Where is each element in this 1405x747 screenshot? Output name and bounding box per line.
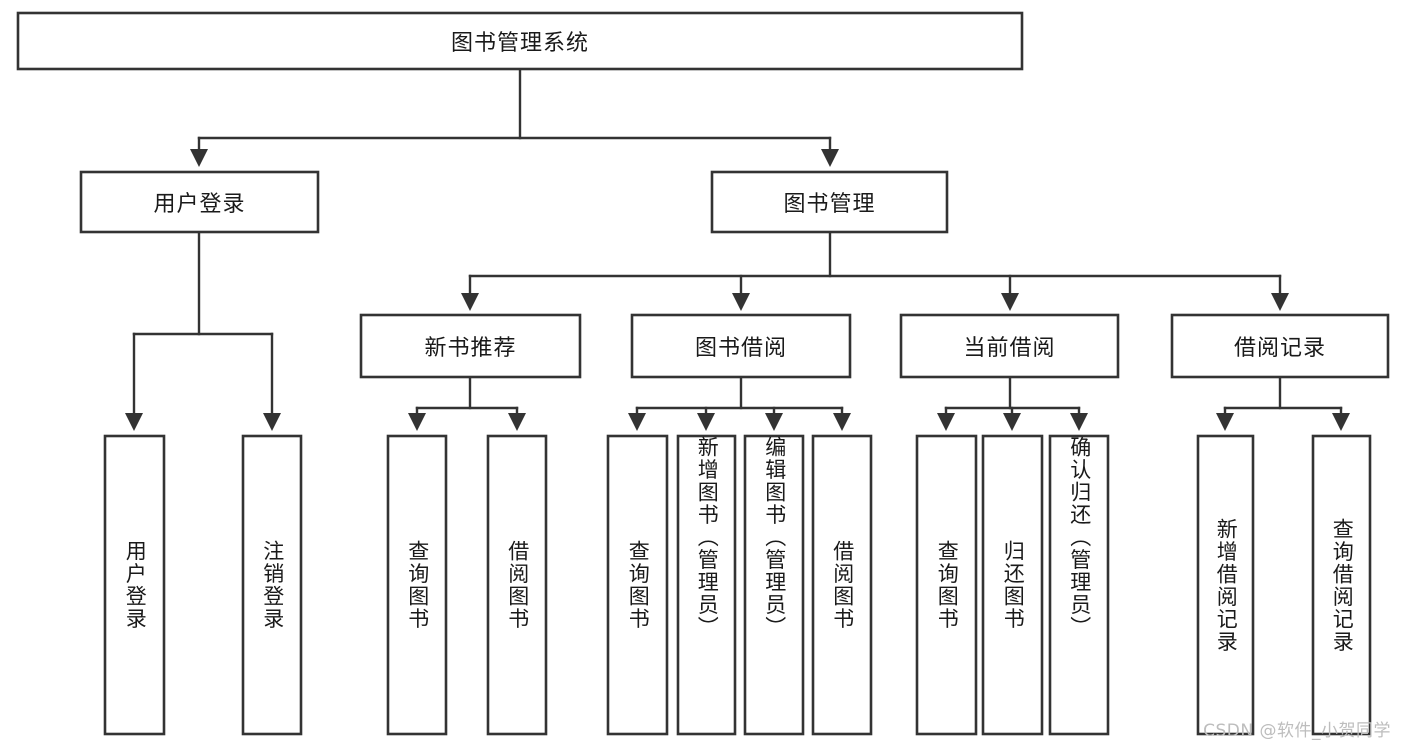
node-box-leaf-add-record[interactable] — [1196, 434, 1255, 736]
edge-new-book-recommend-to-leaves — [408, 375, 526, 431]
node-box-root[interactable] — [16, 11, 1024, 71]
node-box-leaf-confirm-return[interactable] — [1048, 434, 1110, 736]
node-box-leaf-query-book-3[interactable] — [915, 434, 978, 736]
node-box-leaf-add-book[interactable] — [676, 434, 737, 736]
node-box-book-borrow[interactable] — [630, 313, 852, 379]
node-box-leaf-return-book[interactable] — [981, 434, 1044, 736]
node-box-current-borrow[interactable] — [899, 313, 1120, 379]
node-box-borrow-records[interactable] — [1170, 313, 1390, 379]
node-box-leaf-query-book-2[interactable] — [606, 434, 669, 736]
node-box-leaf-query-book-1[interactable] — [386, 434, 448, 736]
csdn-watermark: CSDN @软件_小贺同学 — [1203, 721, 1391, 741]
node-box-leaf-user-login[interactable] — [103, 434, 166, 736]
edge-book-management-to-level3 — [461, 230, 1289, 311]
edge-user-login-to-leaves — [125, 230, 281, 431]
node-box-leaf-logout[interactable] — [241, 434, 303, 736]
node-box-user-login[interactable] — [79, 170, 320, 234]
edge-root-to-level2 — [190, 67, 839, 167]
edge-current-borrow-to-leaves — [937, 375, 1088, 431]
edge-borrow-records-to-leaves — [1216, 375, 1350, 431]
node-box-leaf-borrow-book-1[interactable] — [486, 434, 548, 736]
node-box-leaf-borrow-book-2[interactable] — [811, 434, 873, 736]
edge-book-borrow-to-leaves — [628, 375, 851, 431]
node-box-new-book-recommend[interactable] — [359, 313, 582, 379]
node-box-leaf-edit-book[interactable] — [743, 434, 805, 736]
node-box-book-management[interactable] — [710, 170, 949, 234]
node-box-leaf-query-record[interactable] — [1311, 434, 1372, 736]
